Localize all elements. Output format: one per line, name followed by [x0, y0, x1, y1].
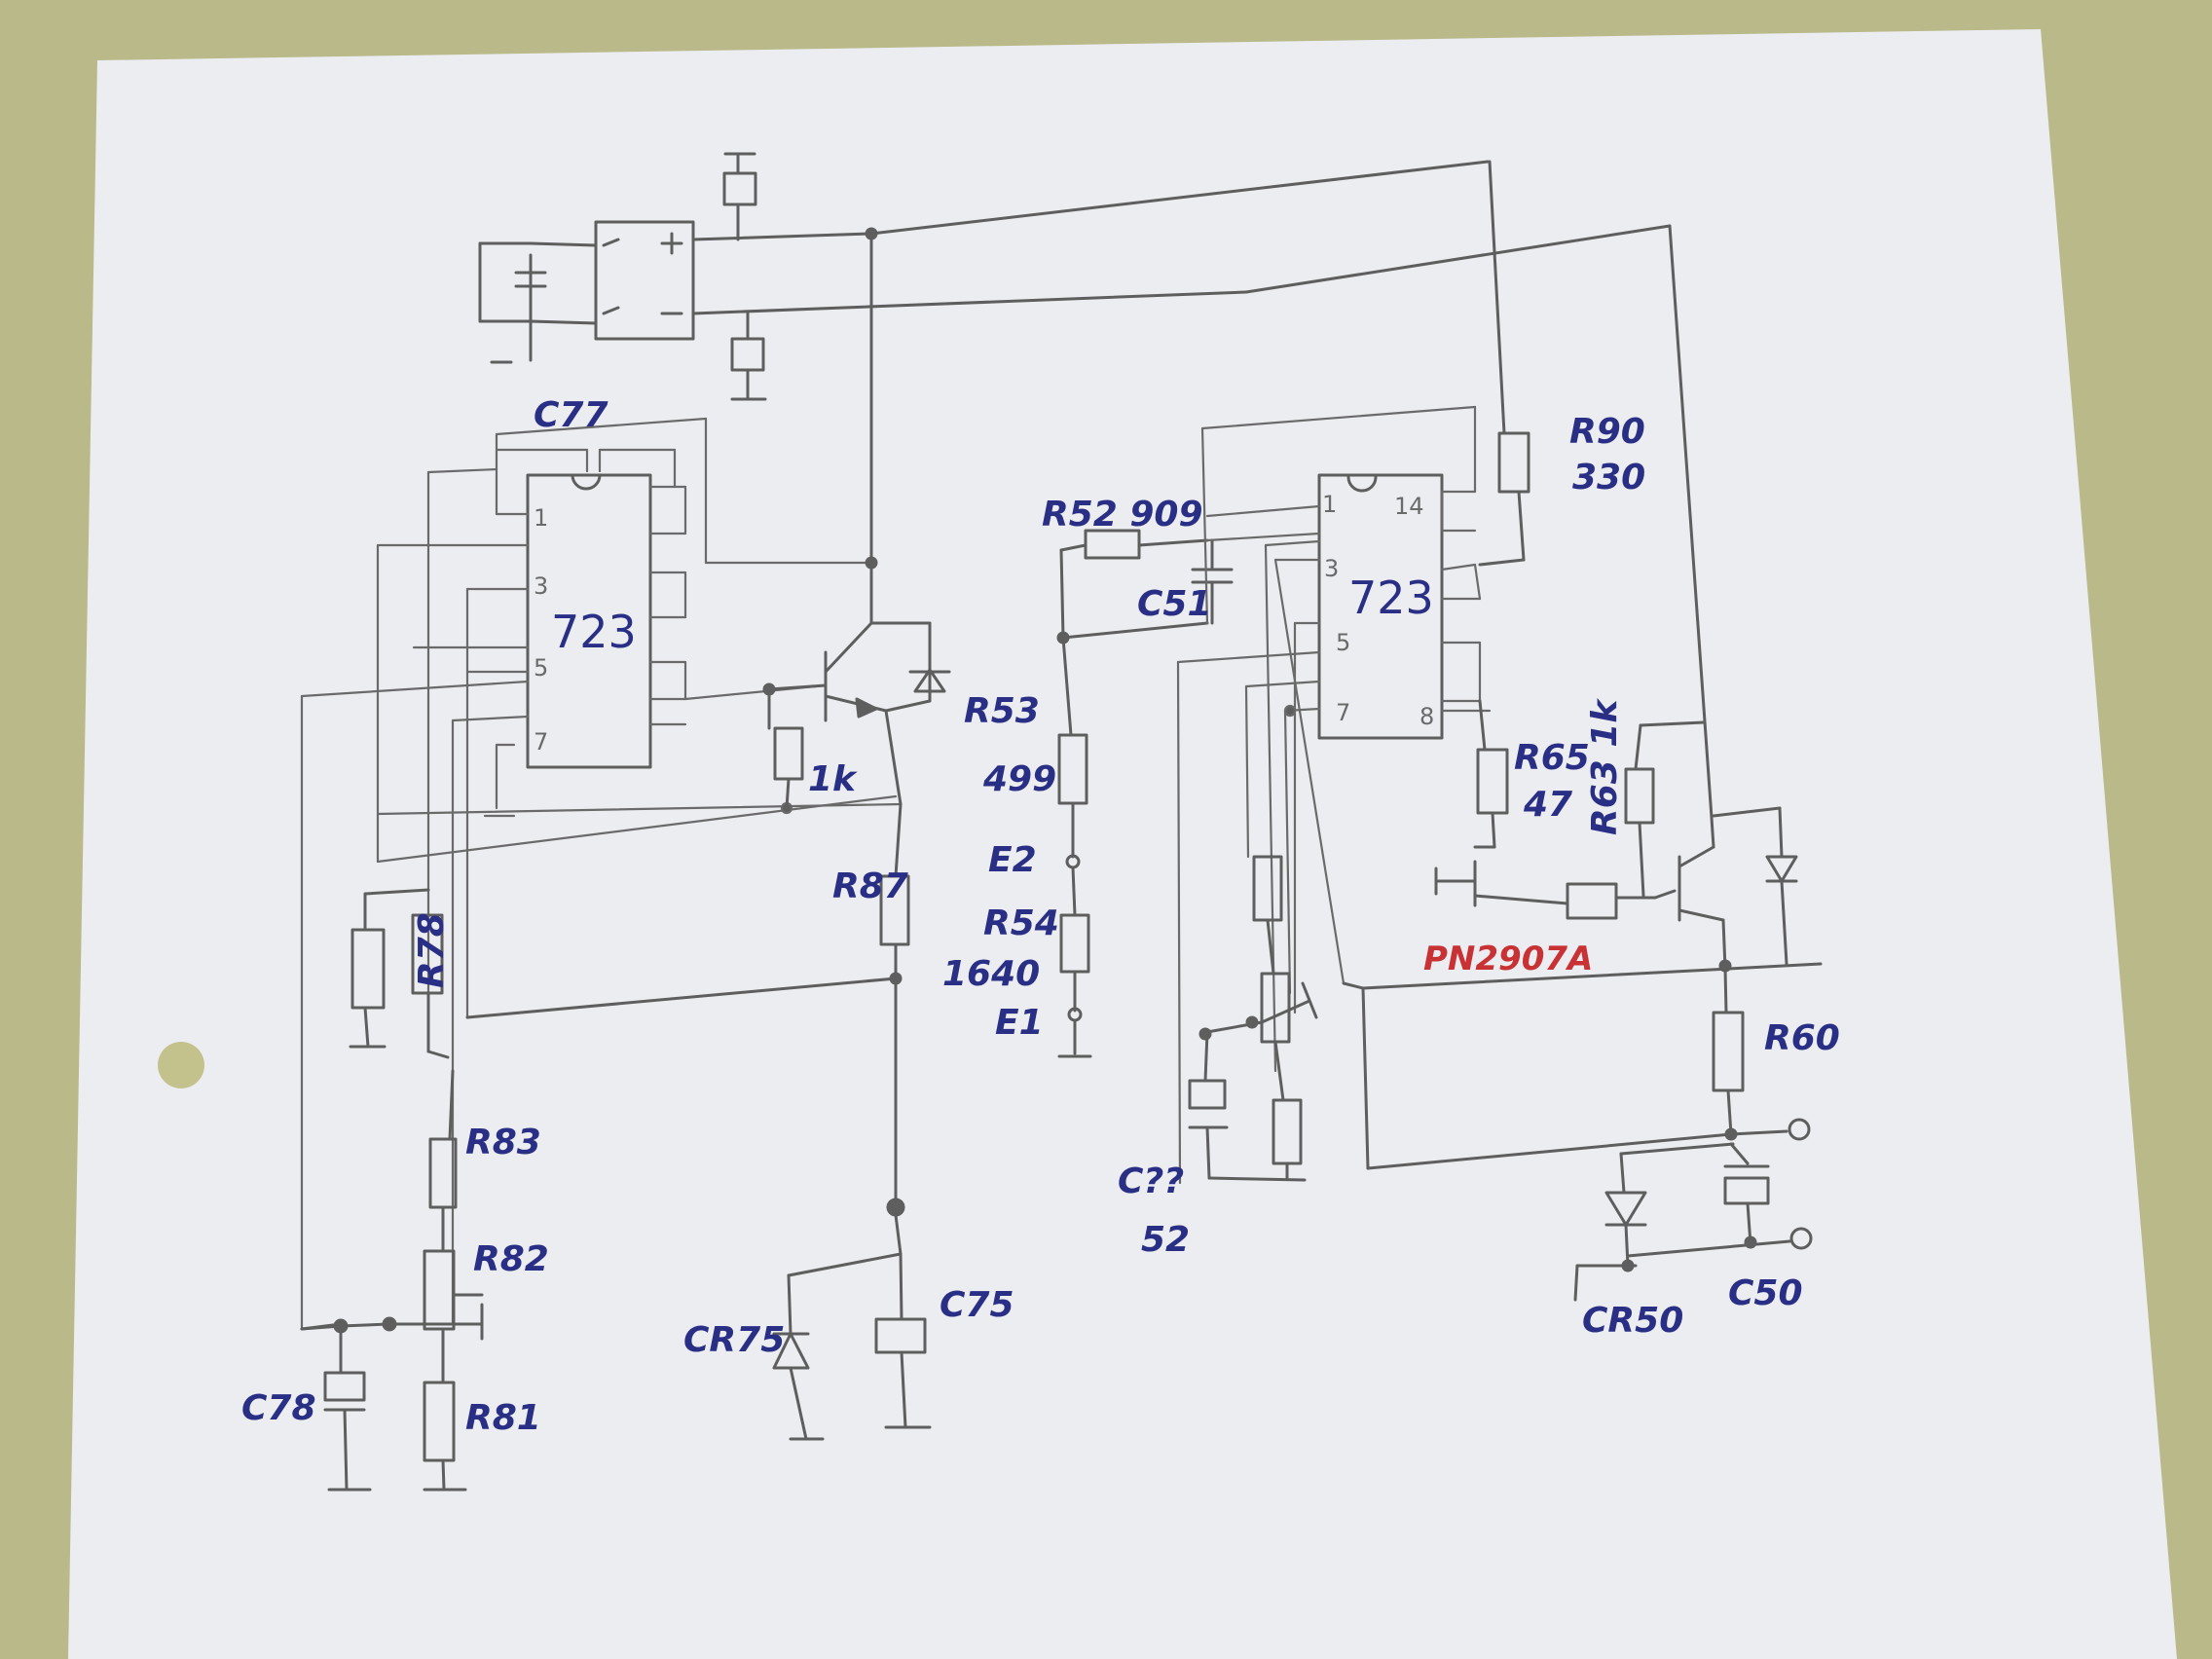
r87-output-chain [465, 802, 932, 1441]
ic-right-pin-14: 14 [1394, 493, 1424, 520]
label-r60: R60 [1764, 1018, 1840, 1058]
supply-rails [691, 152, 1672, 401]
ic-right-label: 723 [1348, 571, 1434, 624]
label-c52-bottom: 52 [1141, 1220, 1190, 1260]
ic-left-wiring [300, 417, 903, 1331]
label-c51: C51 [1137, 584, 1212, 624]
label-e2: E2 [988, 840, 1037, 880]
label-c75: C75 [940, 1285, 1014, 1325]
label-r87: R87 [832, 866, 908, 906]
ic-right-pin-8: 8 [1419, 703, 1434, 730]
label-c78: C78 [241, 1388, 316, 1428]
ic-723-right: 1 14 3 5 7 8 723 [1317, 473, 1444, 740]
label-r63: R63 1k [1585, 698, 1625, 835]
label-r52: R52 909 [1042, 495, 1203, 535]
label-r65: R65 [1514, 738, 1590, 778]
punch-hole [158, 1042, 204, 1088]
label-r53-value: 499 [982, 759, 1056, 799]
label-e1: E1 [995, 1003, 1044, 1043]
label-c50: C50 [1728, 1273, 1803, 1313]
left-bottom-network [300, 888, 484, 1492]
ic-left-pin-7: 7 [534, 728, 548, 756]
label-c52-top: C?? [1118, 1161, 1184, 1201]
ic-left-pin-1: 1 [534, 504, 548, 532]
ic-right-wiring [1176, 405, 1492, 1185]
ic-left-pin-5: 5 [534, 654, 548, 682]
right-pot-chain [1188, 855, 1318, 1182]
label-r90: R90 [1569, 412, 1645, 452]
center-divider-chain [1056, 529, 1234, 1058]
right-output-stage [1342, 160, 1823, 1302]
ic-723-left: 1 3 5 7 723 [526, 473, 652, 769]
label-r81: R81 [465, 1398, 541, 1438]
label-r53: R53 [964, 691, 1040, 731]
power-input-section [478, 241, 598, 364]
bridge-rectifier [594, 220, 695, 341]
ic-right-pin-1: 1 [1322, 491, 1337, 518]
label-c77: C77 [534, 395, 608, 435]
ic-left-pin-3: 3 [534, 572, 548, 600]
ic-right-pin-5: 5 [1336, 629, 1350, 656]
label-pn2907a: PN2907A [1423, 940, 1593, 978]
ic-right-pin-7: 7 [1336, 699, 1350, 726]
label-r65-value: 47 [1523, 785, 1572, 825]
label-r83: R83 [465, 1123, 541, 1162]
label-r82: R82 [473, 1239, 549, 1279]
pass-transistor-left [762, 232, 951, 810]
ic-right-pin-3: 3 [1324, 555, 1339, 582]
ic-left-label: 723 [551, 606, 637, 658]
label-cr50: CR50 [1582, 1301, 1683, 1341]
label-r54-value: 1640 [942, 954, 1040, 994]
label-cr75: CR75 [683, 1320, 785, 1360]
label-r90-value: 330 [1572, 458, 1645, 498]
label-1k: 1k [808, 759, 858, 799]
label-r54: R54 [983, 903, 1059, 943]
paper-sheet [68, 29, 2177, 1659]
label-r78: R78 [412, 912, 452, 988]
